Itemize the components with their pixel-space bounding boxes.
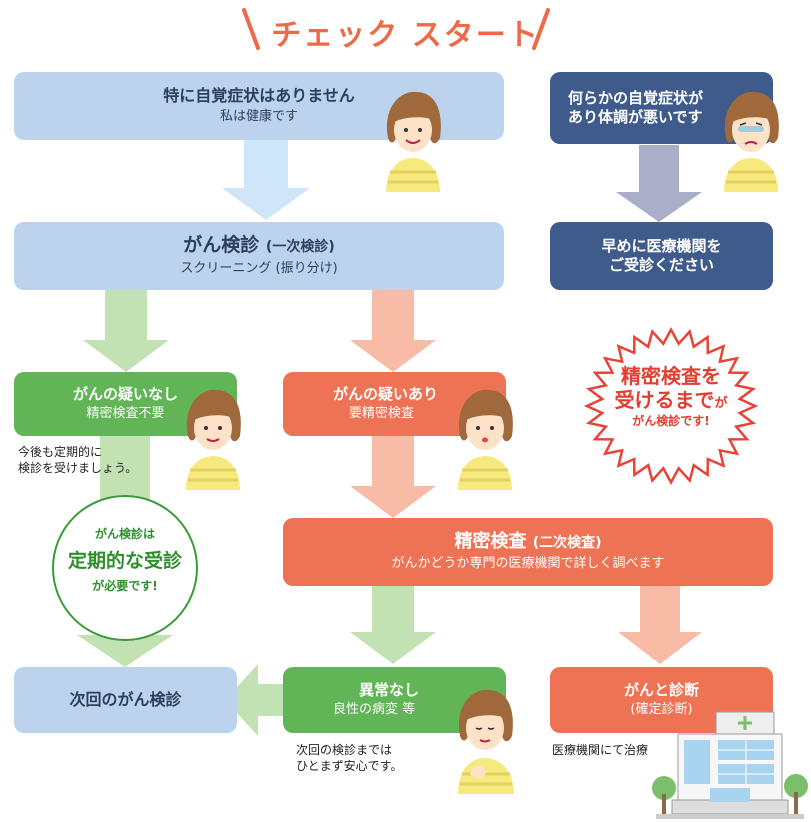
screening-title-small: (一次検診): [265, 239, 335, 256]
detailed-exam-box: 精密検査 (二次検査) がんかどうか専門の医療機関で詳しく調べます: [283, 518, 773, 586]
title-slashes: [242, 8, 550, 50]
arrow-to-screening: [222, 140, 310, 220]
normal-sub: 良性の病変 等: [333, 702, 416, 718]
burst-shape: [583, 326, 759, 486]
screening-title: がん検診: [183, 234, 260, 257]
circle-line1: がん検診は: [94, 527, 155, 541]
normal-title: 異常なし: [359, 680, 420, 699]
arrow-to-early-visit: [616, 145, 702, 222]
hospital-icon: [652, 711, 808, 819]
calm-woman-icon: [458, 689, 514, 794]
detailed-title: 精密検査: [454, 530, 527, 552]
detailed-sub: がんかどうか専門の医療機関で詳しく調べます: [391, 556, 665, 572]
no-symptom-sub: 私は健康です: [219, 109, 298, 125]
normal-note-line1: 次回の検診までは: [296, 743, 393, 757]
normal-note: 次回の検診までは ひとまず安心です。: [296, 742, 402, 774]
arrow-to-cancer: [618, 586, 702, 664]
arrow-normal-to-next: [225, 664, 283, 736]
arrow-to-suspicion: [350, 290, 436, 372]
burst-line3: がん検診です!: [632, 414, 710, 428]
healthy-woman-icon: [386, 91, 441, 192]
screening-box: がん検診 (一次検診) スクリーニング (振り分け): [14, 222, 504, 290]
circle-line3: が必要です!: [92, 579, 158, 593]
cancer-title: がんと診断: [623, 680, 699, 699]
burst-line2-small: が: [714, 396, 728, 411]
next-screening-title: 次回のがん検診: [69, 690, 182, 709]
relieved-woman-icon: [186, 389, 241, 490]
suspicion-title: がんの疑いあり: [333, 384, 439, 403]
no-suspicion-title: がんの疑いなし: [72, 384, 178, 403]
worried-woman-icon: [458, 389, 513, 490]
no-suspicion-note-line2: 検診を受けましょう。: [18, 461, 138, 476]
no-suspicion-sub: 精密検査不要: [86, 406, 165, 422]
burst-line2: 受けるまで: [614, 388, 715, 412]
early-visit-line2: ご受診ください: [608, 256, 714, 274]
screening-sub: スクリーニング (振り分け): [180, 260, 338, 276]
no-suspicion-note: 今後も定期的に 検診を受けましょう。: [18, 444, 137, 476]
cancer-note: 医療機関にて治療: [552, 743, 649, 757]
arrow-to-detailed: [350, 436, 436, 518]
circle-line2: 定期的な受診: [67, 550, 182, 572]
sick-woman-icon: [724, 91, 779, 192]
arrow-to-normal: [350, 586, 436, 664]
regular-checkup-circle: がん検診は 定期的な受診 が必要です!: [52, 495, 198, 641]
title-area: チェック スタート: [0, 4, 811, 54]
no-suspicion-note-line1: 今後も定期的に: [18, 445, 103, 459]
no-symptom-title: 特に自覚症状はありません: [163, 86, 355, 106]
burst-line1: 精密検査を: [621, 364, 721, 388]
symptom-line1: 何らかの自覚症状が: [568, 89, 704, 108]
suspicion-sub: 要精密検査: [349, 406, 415, 422]
normal-note-line2: ひとまず安心です。: [296, 759, 403, 774]
page-title: チェック スタート: [271, 18, 540, 53]
detailed-title-small: (二次検査): [532, 534, 602, 551]
symptom-line2: あり体調が悪いです: [568, 108, 703, 126]
early-visit-line1: 早めに医療機関を: [601, 237, 722, 256]
next-screening-box: 次回のがん検診: [14, 667, 237, 733]
early-visit-box: 早めに医療機関を ご受診ください: [550, 222, 773, 290]
burst-callout: 精密検査を 受けるまでが がん検診です!: [583, 326, 759, 486]
cancer-sub: (確定診断): [630, 702, 693, 718]
arrow-to-no-suspicion: [83, 290, 169, 372]
